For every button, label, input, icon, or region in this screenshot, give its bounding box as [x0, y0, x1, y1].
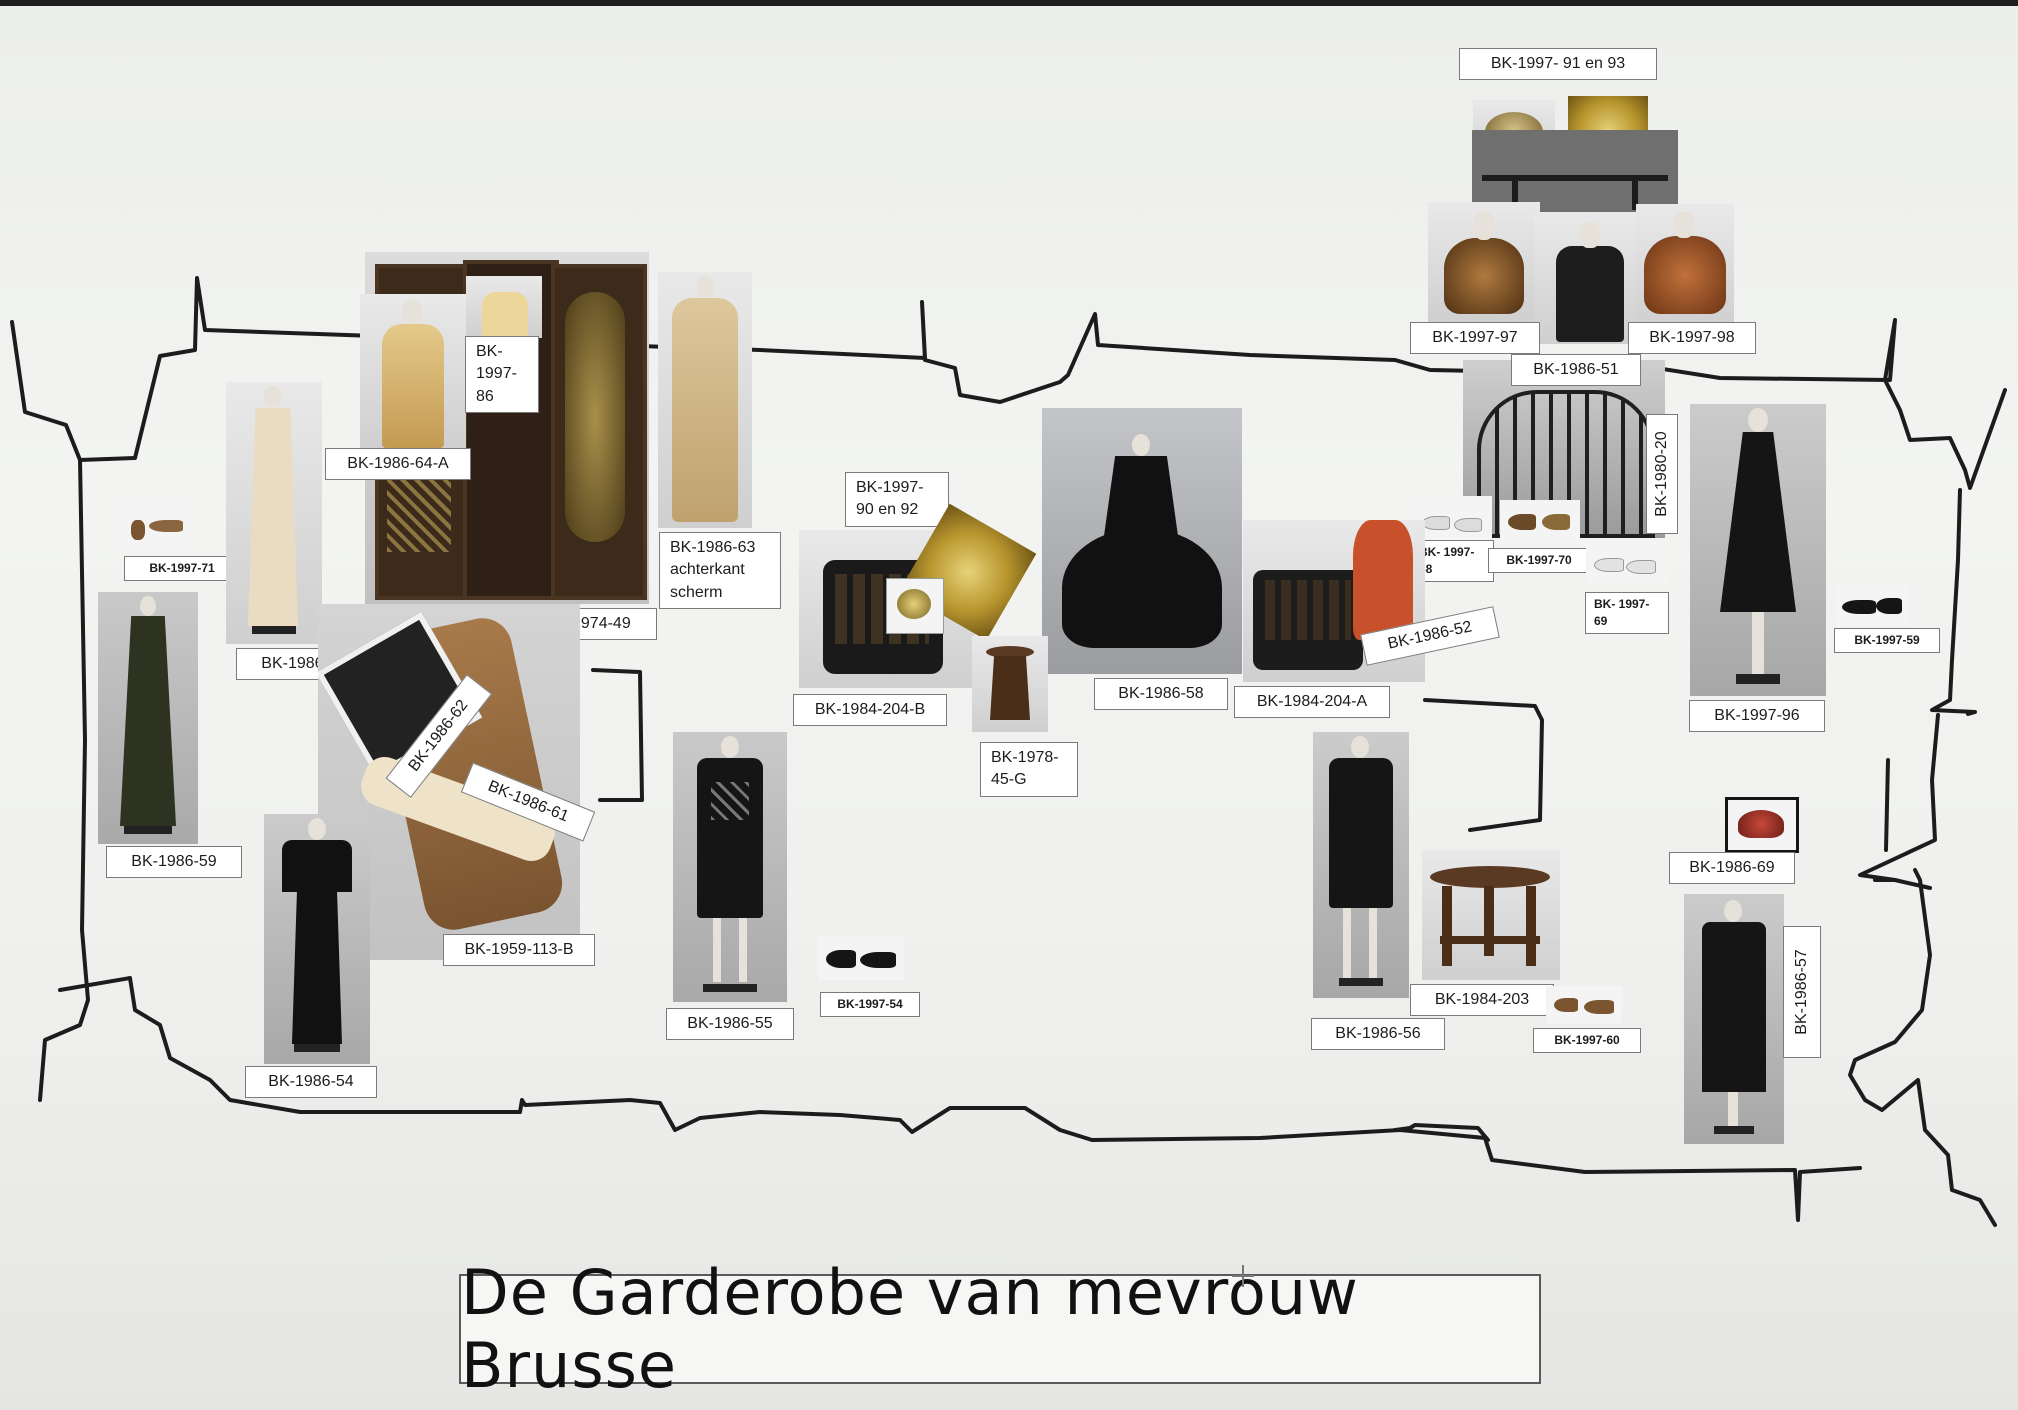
octagonal-table-photo	[1422, 850, 1560, 980]
slip-gold-photo	[360, 294, 466, 452]
white-shoes-photo-69	[1586, 540, 1666, 584]
label-bk-1997-86: BK- 1997- 86	[465, 336, 539, 414]
stool-photo	[972, 636, 1048, 732]
page-title: De Garderobe van mevrouw Brusse	[461, 1256, 1359, 1402]
label-bk-1997-71: BK-1997-71	[124, 556, 240, 581]
cream-gown-photo	[226, 382, 322, 644]
label-bk-1980-20: BK-1980-20	[1646, 414, 1678, 534]
fur-stole-photo	[1428, 202, 1540, 322]
title-box: De Garderobe van mevrouw Brusse	[459, 1256, 1541, 1402]
slip-cream-photo	[466, 276, 542, 338]
black-long-dress-photo	[264, 814, 370, 1064]
label-bk-1986-63: BK-1986-63 achterkant scherm	[659, 532, 781, 610]
brown-shoes-photo-60	[1546, 986, 1622, 1024]
armchair-red-dress-photo	[1243, 520, 1425, 682]
label-bk-1997-59: BK-1997-59	[1834, 628, 1940, 653]
label-bk-1986-54: BK-1986-54	[245, 1066, 377, 1099]
brooch-photo-2	[886, 578, 944, 634]
label-bk-1986-64-a: BK-1986-64-A	[325, 448, 471, 481]
label-bk-1997-70: BK-1997-70	[1488, 548, 1590, 573]
fur-jacket-photo	[1636, 204, 1734, 330]
label-bk-1997-90-en-92: BK-1997- 90 en 92	[845, 472, 949, 527]
label-bk-1986-59: BK-1986-59	[106, 846, 242, 879]
label-bk-1986-57-text: BK-1986-57	[1792, 949, 1810, 1035]
fur-coat-photo	[658, 272, 752, 528]
label-bk-1997-96: BK-1997-96	[1689, 700, 1825, 733]
label-bk-1978-45-g: BK-1978- 45-G	[980, 742, 1078, 797]
label-bk-1997-97: BK-1997-97	[1410, 322, 1540, 355]
black-jacket-photo	[1534, 212, 1646, 344]
black-dress-56-photo	[1313, 732, 1409, 998]
label-bk-1986-55: BK-1986-55	[666, 1008, 794, 1041]
label-bk-1986-69: BK-1986-69	[1669, 852, 1795, 885]
screen-top-edge	[0, 0, 2018, 6]
dark-green-gown-photo	[98, 592, 198, 844]
brown-shoes-photo-70	[1500, 500, 1580, 540]
black-suit-photo	[1684, 894, 1784, 1144]
label-bk-1997-98: BK-1997-98	[1628, 322, 1756, 355]
black-shoes-photo-59	[1836, 586, 1908, 626]
label-bk-1997-54: BK-1997-54	[820, 992, 920, 1017]
black-coat-photo	[1690, 404, 1826, 696]
label-bk-1986-56: BK-1986-56	[1311, 1018, 1445, 1051]
label-bk-1986-51: BK-1986-51	[1511, 354, 1641, 387]
label-bk-1986-58: BK-1986-58	[1094, 678, 1228, 711]
label-bk-1984-204-a: BK-1984-204-A	[1234, 686, 1390, 719]
label-bk-1980-20-text: BK-1980-20	[1652, 431, 1670, 517]
label-bk-1984-203: BK-1984-203	[1410, 984, 1554, 1017]
label-bk-1959-113-b: BK-1959-113-B	[443, 934, 595, 967]
white-shoes-photo-68	[1412, 496, 1492, 540]
red-hat-photo	[1725, 797, 1799, 853]
label-bk-1984-204-b: BK-1984-204-B	[793, 694, 947, 727]
shoes-photo-71	[123, 500, 193, 550]
label-bk-1997-60: BK-1997-60	[1533, 1028, 1641, 1053]
label-bk-1986-57: BK-1986-57	[1783, 926, 1821, 1058]
black-gown-photo	[1042, 408, 1242, 674]
black-pumps-photo-54	[818, 936, 904, 980]
crosshair-cursor-icon	[1232, 1265, 1254, 1287]
black-embroidered-dress-photo	[673, 732, 787, 1002]
label-bk-1997-69: BK- 1997-69	[1585, 592, 1669, 634]
label-bk-1997-91-en-93: BK-1997- 91 en 93	[1459, 48, 1657, 81]
